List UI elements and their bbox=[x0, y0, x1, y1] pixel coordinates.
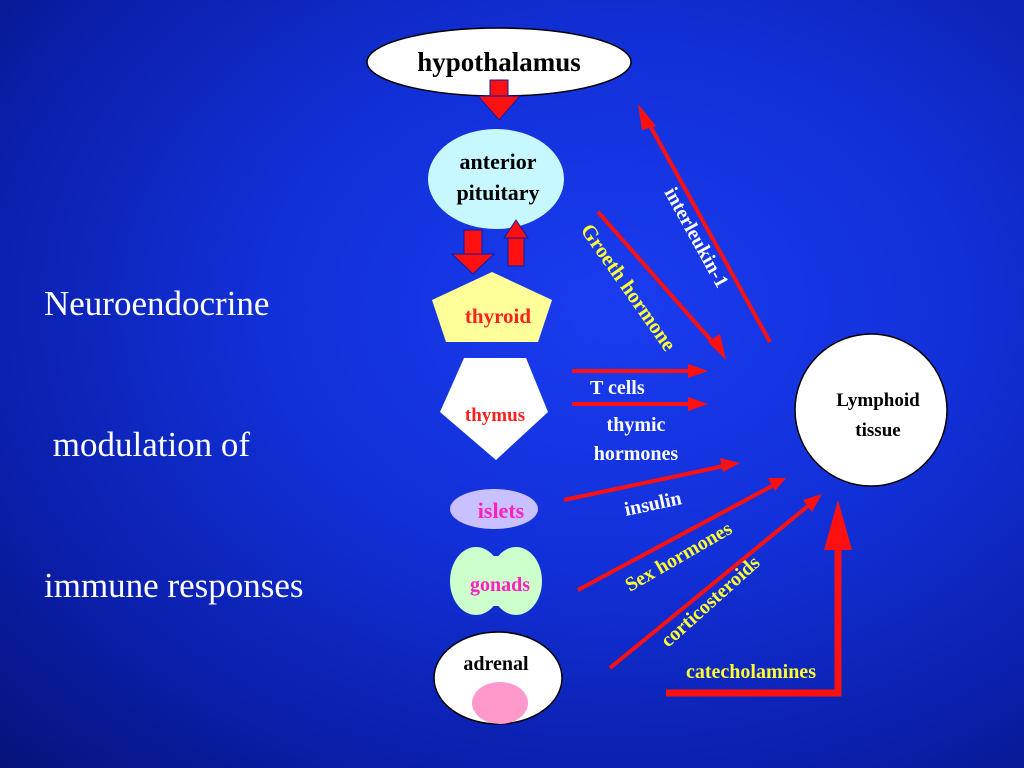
adrenal-label: adrenal bbox=[463, 653, 529, 675]
thymic-hormones-arrow bbox=[572, 397, 708, 411]
thymus-label: thymus bbox=[465, 405, 525, 426]
interleukin-1-label: interleukin-1 bbox=[660, 184, 733, 292]
lymphoid-label-line-1: Lymphoid bbox=[836, 390, 920, 411]
gonads-node: gonads bbox=[450, 547, 542, 615]
sex-hormones-arrow bbox=[577, 478, 786, 592]
thymus-node: thymus bbox=[440, 358, 548, 460]
thyroid-label: thyroid bbox=[465, 304, 531, 328]
adrenal-node: adrenal bbox=[433, 631, 563, 725]
islets-node: islets bbox=[450, 489, 538, 529]
insulin-arrow bbox=[563, 458, 740, 502]
catecholamines-label: catecholamines bbox=[686, 661, 816, 683]
slide-title: Neuroendocrine modulation of immune resp… bbox=[44, 186, 384, 656]
hypothalamus-node: hypothalamus bbox=[366, 27, 632, 97]
t-cells-arrow bbox=[572, 364, 708, 378]
pituitary-to-thyroid-arrow bbox=[450, 229, 496, 275]
title-line-2: modulation of bbox=[44, 425, 251, 464]
anterior-pituitary-node: anterior pituitary bbox=[428, 129, 564, 229]
thyroid-node: thyroid bbox=[432, 272, 552, 342]
t-cells-label: T cells bbox=[590, 377, 645, 399]
pituitary-label-line-2: pituitary bbox=[456, 180, 539, 205]
lymphoid-label-line-2: tissue bbox=[855, 420, 900, 441]
interleukin-1-arrow bbox=[638, 104, 772, 343]
thymic-hormones-label-line-1: thymic bbox=[607, 414, 666, 436]
thymic-hormones-label-line-2: hormones bbox=[594, 443, 679, 465]
title-line-3: immune responses bbox=[44, 566, 304, 605]
insulin-label: insulin bbox=[622, 487, 683, 521]
islets-label: islets bbox=[478, 498, 525, 523]
catecholamines-arrow bbox=[666, 500, 852, 697]
title-line-1: Neuroendocrine bbox=[44, 284, 270, 323]
gonads-label: gonads bbox=[470, 574, 530, 596]
hypothalamus-to-pituitary-arrow bbox=[476, 79, 522, 121]
lymphoid-tissue-node: Lymphoid tissue bbox=[794, 333, 948, 487]
thyroid-to-pituitary-arrow bbox=[503, 219, 529, 267]
corticosteroids-arrow bbox=[608, 494, 822, 670]
hypothalamus-label: hypothalamus bbox=[417, 47, 581, 77]
pituitary-label-line-1: anterior bbox=[460, 149, 537, 174]
growth-hormone-arrow bbox=[596, 210, 726, 360]
